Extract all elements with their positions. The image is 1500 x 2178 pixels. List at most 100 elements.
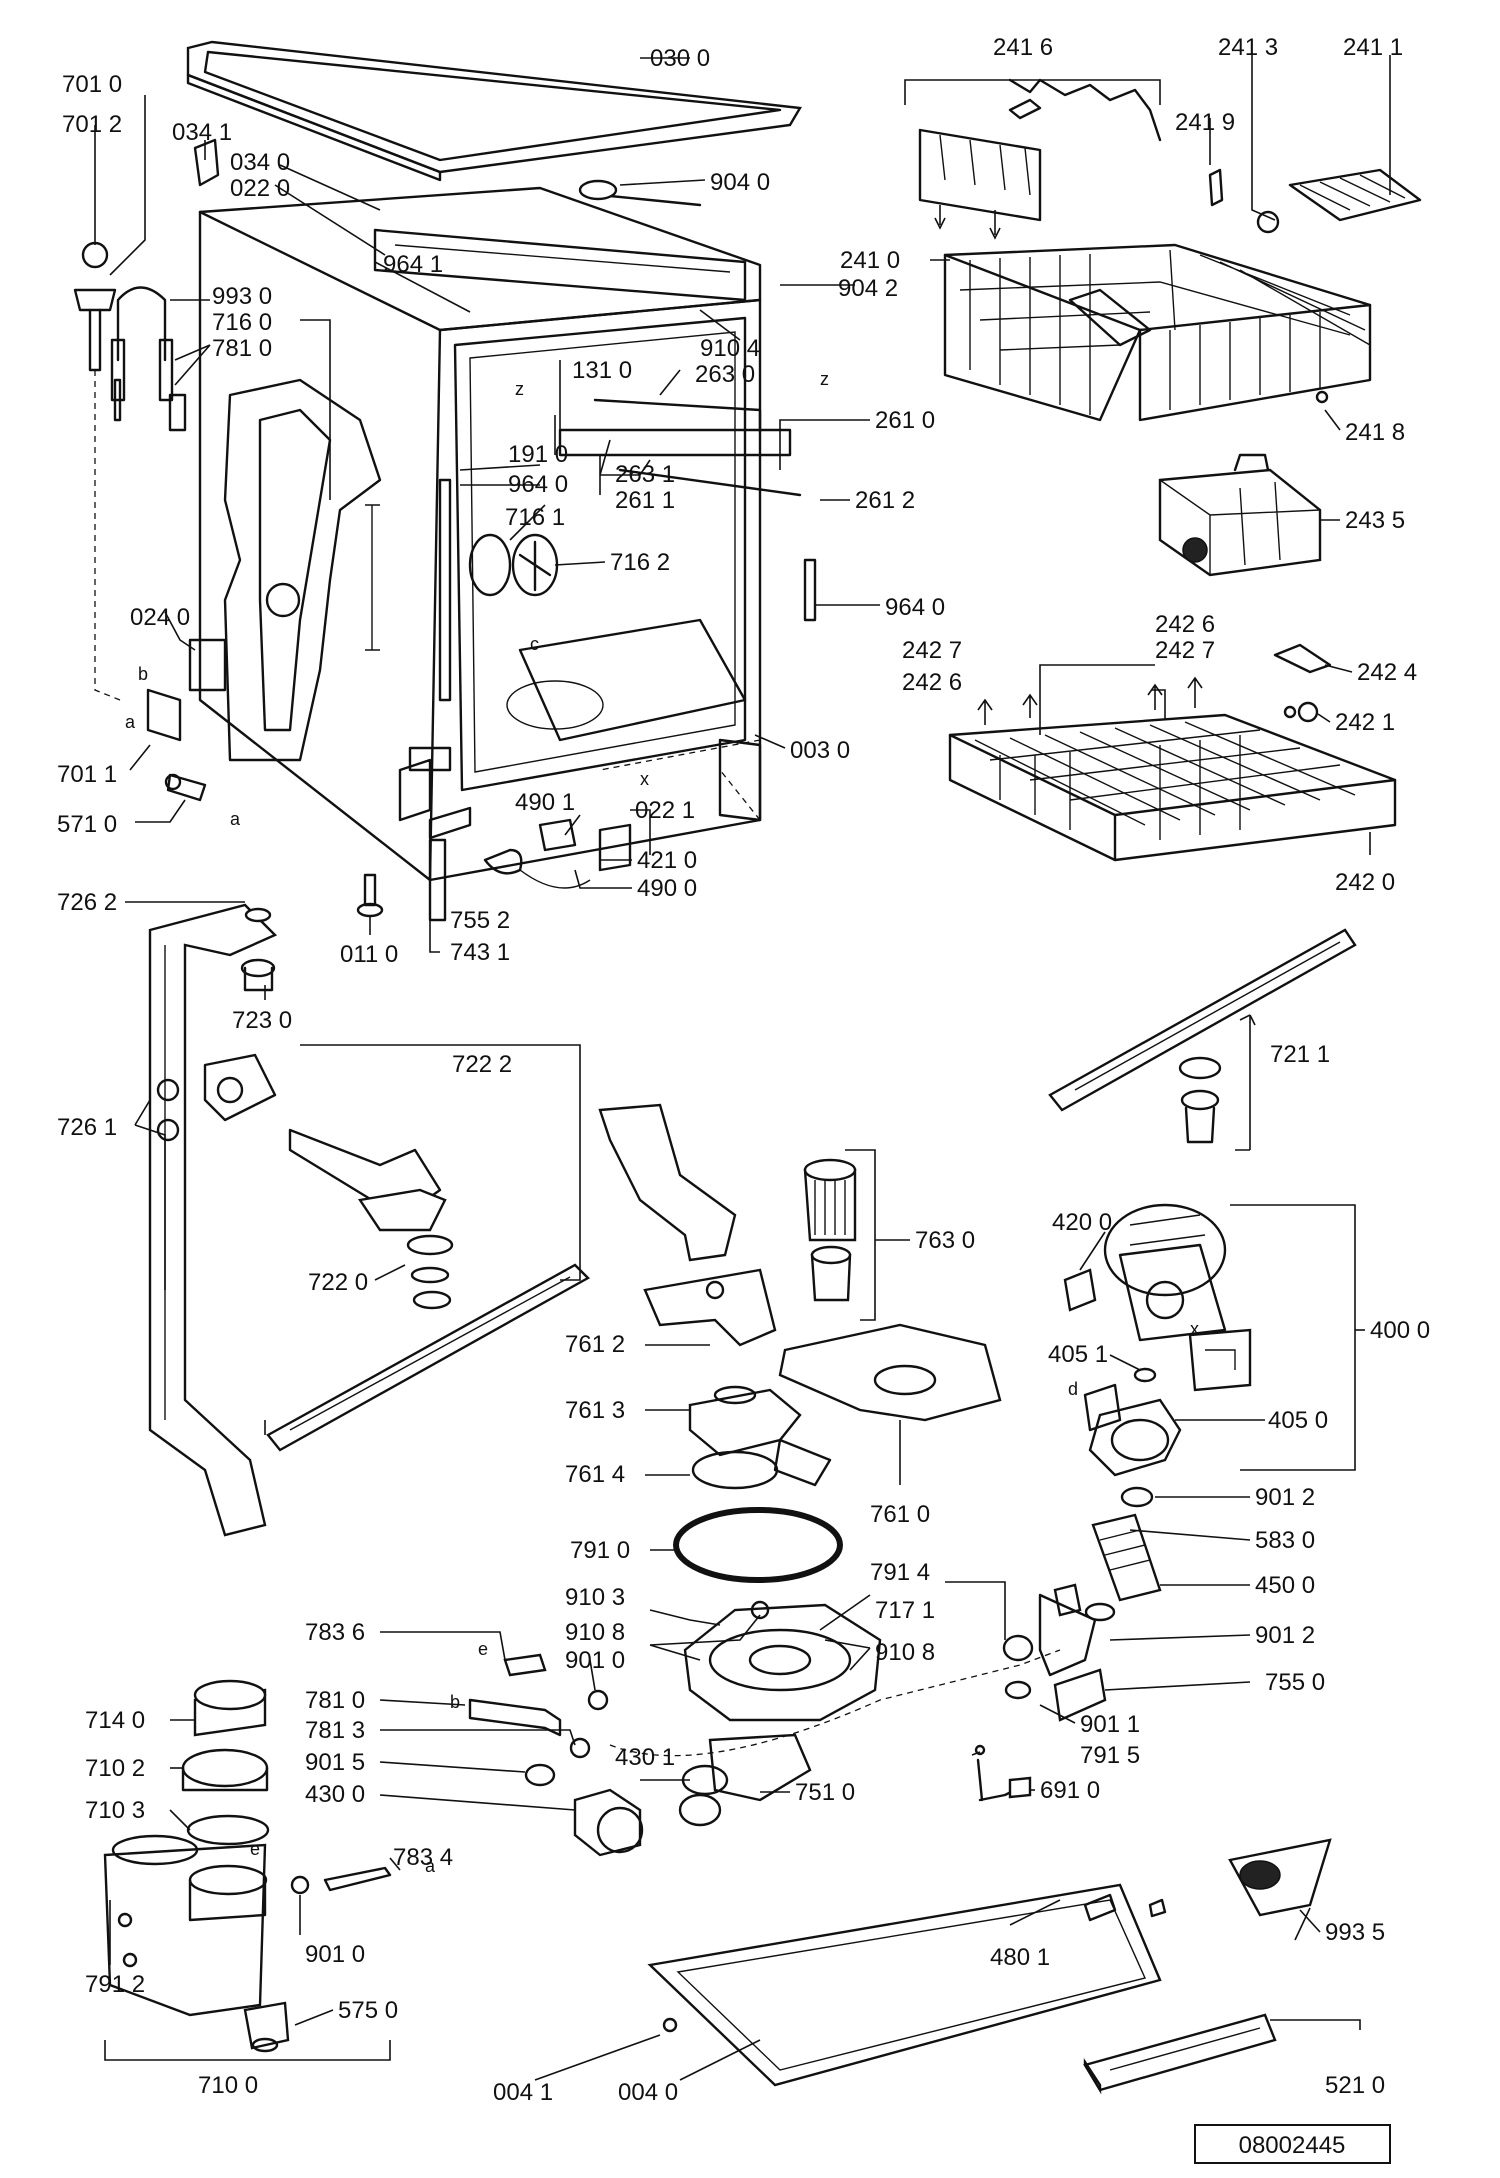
part-label: 791 2 [85,1971,145,1998]
marker-x: x [1190,1319,1199,1339]
part-label: 022 1 [635,797,695,824]
part-label: 783 4 [393,1844,453,1871]
part-label: 241 3 [1218,34,1278,61]
document-number-box: 08002445 [1194,2124,1391,2164]
salt-container [103,1679,392,2053]
part-label: 723 0 [232,1007,292,1034]
part-label: 716 1 [505,504,565,531]
part-label: 242 6 [902,669,962,696]
part-label: 241 0 [840,247,900,274]
marker-a: a [125,712,136,732]
part-label: 904 0 [710,169,770,196]
part-label: 714 0 [85,1707,145,1734]
document-number: 08002445 [1239,2132,1346,2159]
part-label: 910 8 [875,1639,935,1666]
part-label: 761 0 [870,1501,930,1528]
marker-z: z [820,369,829,389]
part-label: 791 4 [870,1559,930,1586]
part-labels: 030 0 701 0 701 2 034 1 034 0 022 0 904 … [57,34,1430,2106]
level-sensor [974,1744,1032,1802]
part-label: 450 0 [1255,1572,1315,1599]
part-label: 571 0 [57,811,117,838]
marker-a: a [230,809,241,829]
part-label: 964 1 [383,251,443,278]
door-hinge-parts [73,138,220,802]
part-label: 901 0 [565,1647,625,1674]
part-label: 761 3 [565,1397,625,1424]
part-label: 993 0 [212,283,272,310]
part-label: 242 0 [1335,869,1395,896]
part-label: 993 5 [1325,1919,1385,1946]
part-label: 030 0 [650,45,710,72]
part-label: 691 0 [1040,1777,1100,1804]
marker-a: a [425,1856,436,1876]
part-label: 710 0 [198,2072,258,2099]
part-label: 721 1 [1270,1041,1330,1068]
part-label: 722 2 [452,1051,512,1078]
marker-z: z [515,379,524,399]
part-label: 716 2 [610,549,670,576]
part-label: 261 1 [615,487,675,514]
part-label: 022 0 [230,175,290,202]
part-label: 761 4 [565,1461,625,1488]
part-label: 791 5 [1080,1742,1140,1769]
part-label: 004 0 [618,2079,678,2106]
part-label: 480 1 [990,1944,1050,1971]
part-label: 910 3 [565,1584,625,1611]
part-label: 241 6 [993,34,1053,61]
part-label: 781 3 [305,1717,365,1744]
part-label: 131 0 [572,357,632,384]
part-label: 901 1 [1080,1711,1140,1738]
marker-e: e [478,1639,488,1659]
cup-rack-parts [918,78,1422,240]
part-label: 241 1 [1343,34,1403,61]
sump-seal-ring [673,1507,843,1583]
part-label: 421 0 [637,847,697,874]
marker-b: b [138,664,148,684]
part-label: 763 0 [915,1227,975,1254]
part-label: 710 3 [85,1797,145,1824]
part-label: 034 0 [230,149,290,176]
part-label: 743 1 [450,939,510,966]
tub-cabinet [188,179,817,882]
part-label: 716 0 [212,309,272,336]
part-label: 726 2 [57,889,117,916]
part-label: 490 0 [637,875,697,902]
part-label: 430 0 [305,1781,365,1808]
part-label: 191 0 [508,441,568,468]
sump-cover-parts [688,1385,832,1490]
part-label: 004 1 [493,2079,553,2106]
marker-x: x [640,769,649,789]
part-label: 003 0 [790,737,850,764]
part-label: 901 5 [305,1749,365,1776]
sump-housing [609,1600,1061,1827]
part-label: 964 0 [508,471,568,498]
part-label: 490 1 [515,789,575,816]
part-label: 521 0 [1325,2072,1385,2099]
marker-d: d [1068,1379,1078,1399]
part-label: 701 2 [62,111,122,138]
part-label: 263 1 [615,461,675,488]
part-label: 242 7 [1155,637,1215,664]
spray-arm-feed-pipe [148,903,278,1537]
part-label: 781 0 [305,1687,365,1714]
lower-basket [948,643,1397,862]
part-label: 717 1 [875,1597,935,1624]
part-label: 964 0 [885,594,945,621]
part-label: 751 0 [795,1779,855,1806]
middle-water-pipe [598,1103,777,1347]
part-label: 910 8 [565,1619,625,1646]
part-label: 701 1 [57,761,117,788]
hose-parts [468,1653,644,1857]
part-label: 910 4 [700,335,760,362]
part-label: 791 0 [570,1537,630,1564]
part-label: 242 7 [902,637,962,664]
part-label: 241 9 [1175,109,1235,136]
letter-markers: z z c b a a x x d e b e a [125,369,1199,1876]
part-label: 781 0 [212,335,272,362]
part-label: 701 0 [62,71,122,98]
group-brackets [104,79,1365,2061]
part-label: 241 8 [1345,419,1405,446]
part-label: 901 2 [1255,1622,1315,1649]
